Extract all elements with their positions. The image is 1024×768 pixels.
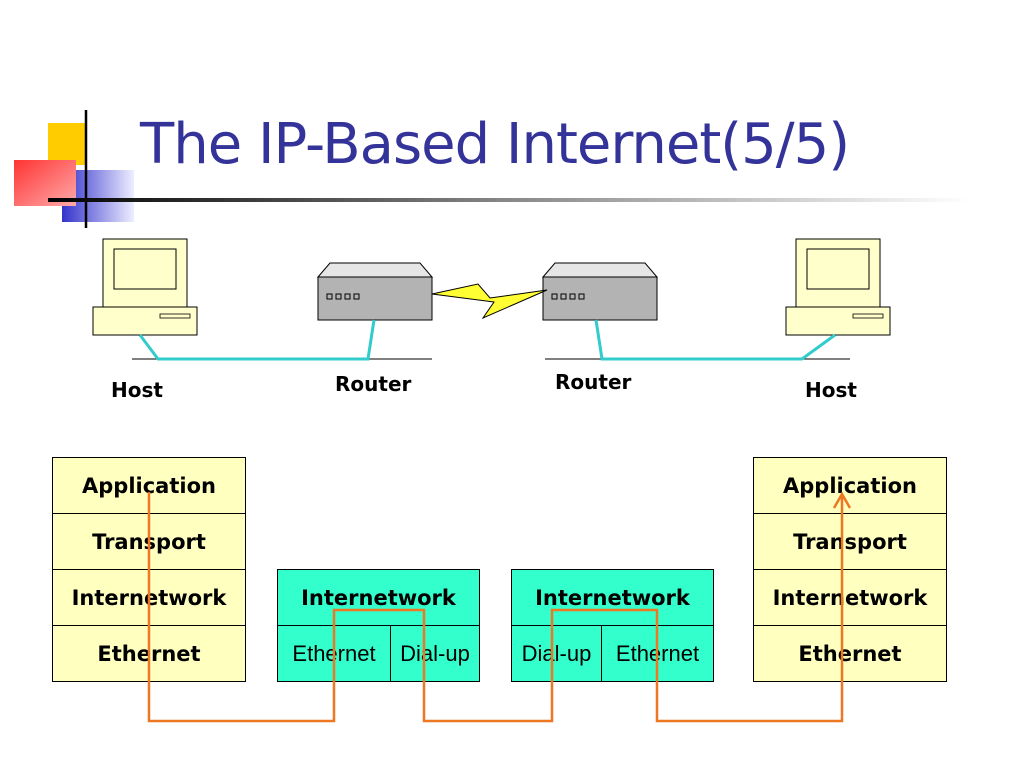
host-computer-right-icon [785,238,891,336]
layer-ethernet: Ethernet [52,625,246,682]
layer-transport: Transport [753,513,947,570]
layer-application: Application [52,457,246,514]
router-right-label: Router [555,370,632,394]
router-left-label: Router [335,372,412,396]
accent-yellow-square [48,123,86,165]
host-computer-left-icon [92,238,198,336]
layer-internetwork: Internetwork [753,569,947,626]
router-right-icon [541,262,659,321]
serial-link-lightning-icon [431,283,548,320]
layer-internetwork: Internetwork [511,569,714,626]
layer-internetwork: Internetwork [52,569,246,626]
router-left-icon [316,262,434,321]
host-left-label: Host [111,378,163,402]
host-right-label: Host [805,378,857,402]
layer-dial-up: Dial-up [511,625,602,682]
title-underline [48,198,970,202]
layer-ethernet: Ethernet [601,625,714,682]
layer-application: Application [753,457,947,514]
layer-ethernet: Ethernet [753,625,947,682]
layer-dial-up: Dial-up [390,625,480,682]
cable-left [138,319,376,361]
layer-ethernet: Ethernet [277,625,391,682]
layer-internetwork: Internetwork [277,569,480,626]
slide-title: The IP-Based Internet(5/5) [140,112,850,177]
layer-transport: Transport [52,513,246,570]
cable-right [594,319,836,361]
